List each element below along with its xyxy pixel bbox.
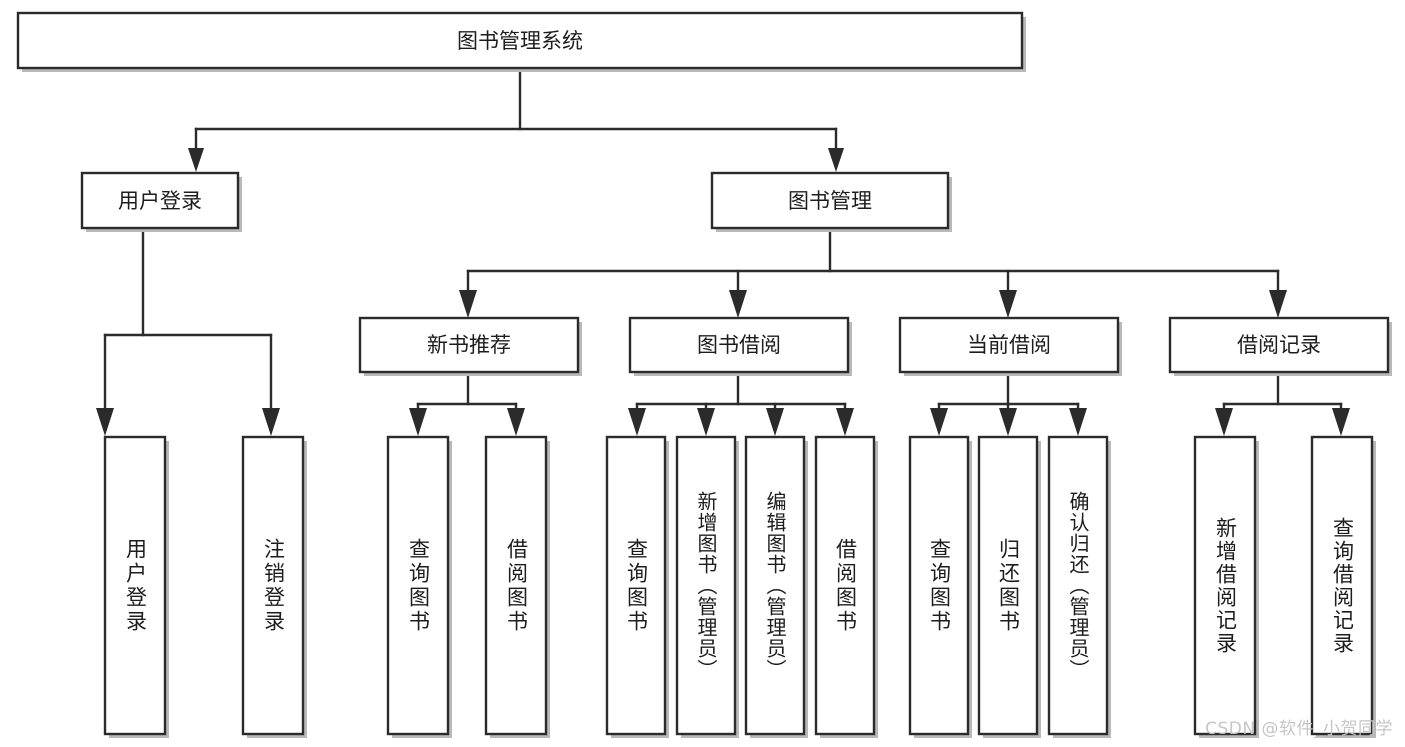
arrowhead-currentborrow-leaf3	[1069, 408, 1087, 436]
arrowhead-user-login	[188, 148, 204, 172]
arrowhead-currentborrow-leaf2	[999, 408, 1017, 436]
new-book-recommend-box[interactable]	[358, 316, 580, 374]
node-book-borrow[interactable]: 图书借阅	[628, 316, 852, 376]
new-book-recommend-label: 新书推荐	[427, 333, 511, 357]
root-label: 图书管理系统	[457, 29, 583, 53]
leaf-box-cb-confirm[interactable]	[1047, 435, 1109, 736]
node-current-borrow[interactable]: 当前借阅	[898, 316, 1122, 376]
arrowhead-leaf-logout	[262, 408, 280, 436]
node-new-book-recommend[interactable]: 新书推荐	[358, 316, 582, 376]
borrow-record-label: 借阅记录	[1237, 333, 1321, 357]
arrowhead-currentborrow-leaf1	[930, 408, 948, 436]
arrowhead-borrow-record	[1269, 290, 1287, 318]
node-borrow-record[interactable]: 借阅记录	[1168, 316, 1392, 376]
node-book-management[interactable]: 图书管理	[710, 171, 952, 232]
leaf-boxes	[103, 435, 1376, 738]
arrowhead-borrowrecord-leaf2	[1332, 408, 1350, 436]
book-borrow-box[interactable]	[628, 316, 850, 374]
leaf-box-cb-query[interactable]	[908, 435, 970, 736]
leaf-box-user-login[interactable]	[103, 435, 167, 736]
arrowhead-book-borrow	[729, 290, 747, 318]
connectors	[96, 66, 1350, 436]
leaf-box-bb-add[interactable]	[675, 435, 737, 736]
arrowhead-current-borrow	[999, 290, 1017, 318]
leaf-box-logout[interactable]	[241, 435, 305, 736]
book-borrow-label: 图书借阅	[697, 333, 781, 357]
leaf-box-newbook-borrow[interactable]	[484, 435, 548, 736]
user-login-box[interactable]	[80, 171, 240, 230]
current-borrow-label: 当前借阅	[967, 333, 1051, 357]
arrowhead-new-book	[459, 290, 477, 318]
book-management-box[interactable]	[710, 171, 950, 230]
arrowhead-bookborrow-leaf2	[697, 408, 715, 436]
leaf-box-bb-borrow[interactable]	[814, 435, 876, 736]
watermark: CSDN @软件_小贺同学	[1205, 719, 1393, 739]
user-login-label: 用户登录	[118, 189, 202, 213]
arrowhead-newbook-leaf2	[507, 408, 525, 436]
arrowhead-bookborrow-leaf4	[836, 408, 854, 436]
leaf-box-bb-query[interactable]	[605, 435, 667, 736]
arrowhead-newbook-leaf1	[409, 408, 427, 436]
arrowhead-bookborrow-leaf1	[628, 408, 646, 436]
arrowhead-leaf-user-login	[96, 408, 114, 436]
leaf-box-br-add[interactable]	[1193, 435, 1257, 736]
leaf-box-newbook-query[interactable]	[386, 435, 450, 736]
leaf-box-bb-edit[interactable]	[744, 435, 806, 736]
node-user-login[interactable]: 用户登录	[80, 171, 242, 232]
arrowhead-borrowrecord-leaf1	[1215, 408, 1233, 436]
current-borrow-box[interactable]	[898, 316, 1120, 374]
borrow-record-box[interactable]	[1168, 316, 1390, 374]
arrowhead-book-mgmt	[828, 148, 844, 172]
leaf-box-cb-return[interactable]	[977, 435, 1039, 736]
root-box[interactable]	[16, 11, 1024, 70]
leaf-box-br-query[interactable]	[1310, 435, 1374, 736]
arrowhead-bookborrow-leaf3	[766, 408, 784, 436]
book-management-label: 图书管理	[788, 189, 872, 213]
node-root[interactable]: 图书管理系统	[16, 11, 1026, 72]
